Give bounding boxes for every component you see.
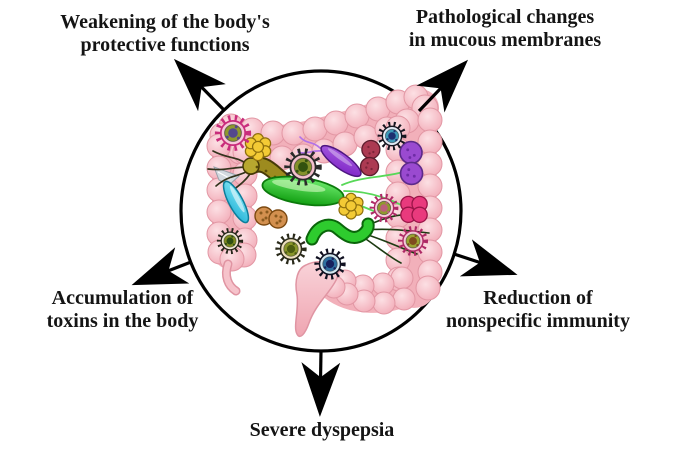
microbes xyxy=(207,117,430,278)
arrow-left xyxy=(131,247,192,286)
bacillus-rod-icon xyxy=(297,136,362,178)
tetracoccus-icon xyxy=(400,196,428,223)
label-bottom: Severe dyspepsia xyxy=(222,419,422,442)
arrow-right xyxy=(453,239,518,277)
label-line: toxins in the body xyxy=(46,310,199,332)
label-line: Accumulation of xyxy=(51,287,194,309)
label-line: nonspecific immunity xyxy=(446,310,630,332)
label-line: Severe dyspepsia xyxy=(249,419,395,441)
arrow-bottom xyxy=(301,350,341,417)
label-right: Reduction of nonspecific immunity xyxy=(428,287,648,333)
arrows xyxy=(131,58,518,417)
label-line: in mucous membranes xyxy=(408,29,602,51)
helicobacter-icon xyxy=(305,213,430,264)
label-top-left: Weakening of the body's protective funct… xyxy=(40,11,290,57)
label-left: Accumulation of toxins in the body xyxy=(15,287,230,333)
label-line: Weakening of the body's xyxy=(60,11,270,33)
staphylococcus-cluster-icon xyxy=(245,133,271,161)
staphylococcus-cluster-icon xyxy=(339,193,363,219)
label-top-right: Pathological changes in mucous membranes xyxy=(385,6,625,52)
label-line: protective functions xyxy=(80,34,250,56)
arrow-top-left xyxy=(173,58,226,112)
arrow-top-right xyxy=(416,59,469,113)
label-line: Reduction of xyxy=(483,287,593,309)
label-line: Pathological changes xyxy=(415,6,595,28)
bacillus-rod-icon xyxy=(222,180,250,224)
